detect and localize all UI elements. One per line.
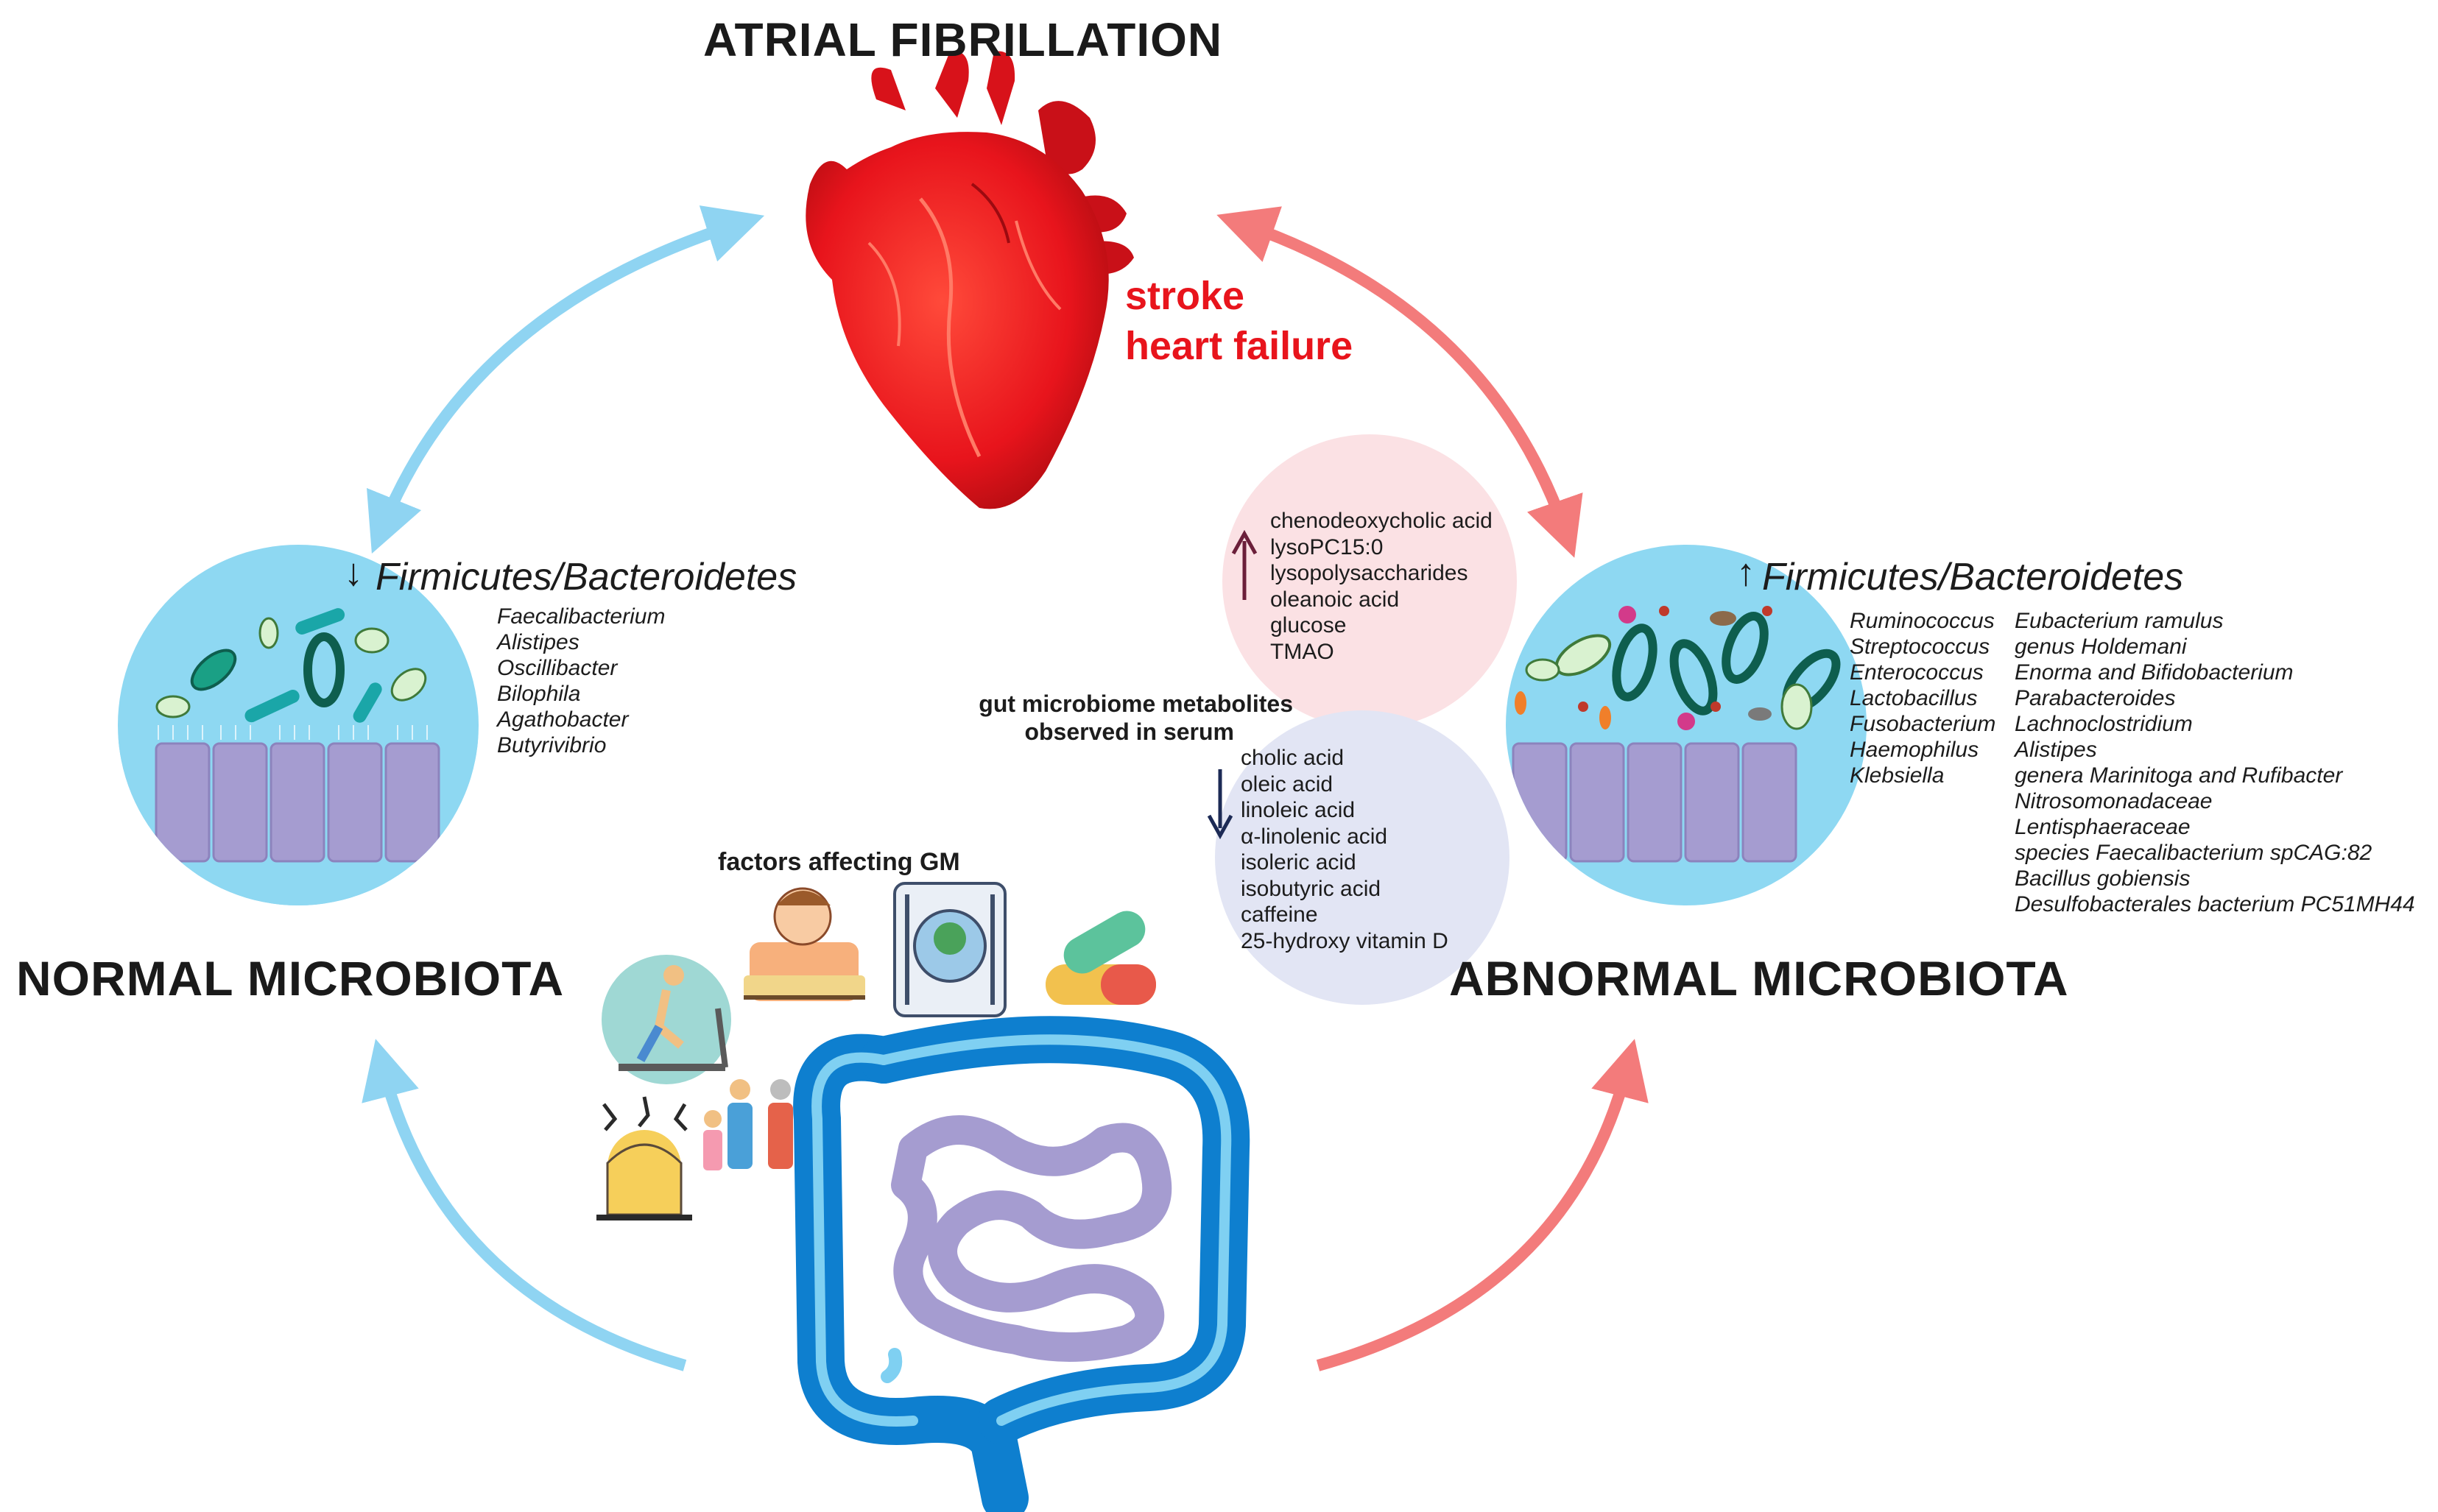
family-age-icon (703, 1079, 806, 1173)
list-item: Lactobacillus (1850, 686, 1978, 710)
list-item: Bilophila (497, 682, 581, 706)
list-item: Enorma and Bifidobacterium (2015, 660, 2294, 685)
intestine-icon (793, 1016, 1250, 1512)
list-item: lysopolysaccharides (1270, 561, 1468, 585)
complication-heart-failure: heart failure (1125, 324, 1353, 368)
diagram-title: ATRIAL FIBRILLATION (703, 13, 1223, 66)
increase-arrow-icon (1231, 529, 1258, 600)
increased-metabolites-circle (1222, 434, 1517, 729)
list-item: Haemophilus (1850, 738, 1979, 762)
list-item: Parabacteroides (2015, 686, 2176, 710)
abnormal-taxa-list-1: Ruminococcus Streptococcus Enterococcus … (1850, 608, 1995, 788)
heart-icon (806, 51, 1134, 509)
exercise-icon (602, 955, 731, 1084)
normal-taxa-list: Faecalibacterium Alistipes Oscillibacter… (497, 604, 665, 758)
list-item: lysoPC15:0 (1270, 534, 1384, 559)
list-item: linoleic acid (1241, 798, 1356, 822)
list-item: isobutyric acid (1241, 876, 1381, 901)
decreased-metabolites-list: cholic acid oleic acid linoleic acid α-l… (1241, 745, 1448, 954)
list-item: cholic acid (1241, 746, 1345, 770)
medication-icon (1046, 911, 1156, 1005)
gut-to-abnormal-arrow (1316, 1039, 1649, 1371)
diet-icon (893, 882, 1007, 1017)
metabolites-caption-line1: gut microbiome metabolites (979, 690, 1293, 717)
list-item: Klebsiella (1850, 763, 1945, 788)
list-item: 25-hydroxy vitamin D (1241, 928, 1448, 953)
list-item: Faecalibacterium (497, 604, 666, 629)
decrease-arrow-icon (1207, 769, 1233, 840)
list-item: Lentisphaeraceae (2015, 815, 2191, 839)
sleep-icon (744, 887, 865, 1001)
list-item: chenodeoxycholic acid (1270, 509, 1493, 533)
normal-microbiota-label: NORMAL MICROBIOTA (16, 951, 565, 1006)
list-item: TMAO (1270, 639, 1334, 664)
abnormal-ratio-arrow: ↑ (1736, 551, 1755, 594)
metabolites-caption-line2: observed in serum (1024, 718, 1234, 745)
stress-icon (596, 1096, 692, 1220)
list-item: oleic acid (1241, 771, 1333, 796)
list-item: Alistipes (497, 630, 579, 654)
increased-metabolites-list: chenodeoxycholic acid lysoPC15:0 lysopol… (1270, 508, 1493, 665)
factors-label: factors affecting GM (718, 848, 960, 876)
list-item: Butyrivibrio (497, 733, 607, 757)
bacteria-icon (1515, 606, 1841, 730)
normal-ratio-label: Firmicutes/Bacteroidetes (376, 556, 797, 598)
list-item: genera Marinitoga and Rufibacter (2015, 763, 2343, 788)
normal-microbiota-illustration (118, 545, 479, 905)
list-item: Oscillibacter (497, 656, 618, 680)
list-item: genus Holdemani (2015, 635, 2187, 659)
list-item: oleanoic acid (1270, 587, 1400, 612)
gut-to-normal-arrow (362, 1039, 687, 1371)
af-to-abnormal-arrow (1216, 206, 1583, 558)
list-item: Agathobacter (497, 707, 629, 732)
normal-to-af-arrow (367, 205, 765, 554)
list-item: Enterococcus (1850, 660, 1984, 685)
list-item: glucose (1270, 613, 1347, 637)
list-item: Ruminococcus (1850, 609, 1995, 633)
abnormal-taxa-list-2: Eubacterium ramulus genus Holdemani Enor… (2015, 608, 2415, 917)
list-item: Streptococcus (1850, 635, 1990, 659)
list-item: caffeine (1241, 902, 1318, 927)
decreased-metabolites-circle (1215, 710, 1509, 1005)
abnormal-ratio-label: Firmicutes/Bacteroidetes (1762, 556, 2184, 598)
list-item: α-linolenic acid (1241, 824, 1388, 849)
abnormal-microbiota-illustration (1506, 545, 1867, 905)
list-item: Fusobacterium (1850, 712, 1996, 736)
list-item: Eubacterium ramulus (2015, 609, 2224, 633)
bacteria-icon (155, 608, 427, 723)
complication-stroke: stroke (1125, 274, 1245, 318)
abnormal-microbiota-label: ABNORMAL MICROBIOTA (1449, 951, 2069, 1006)
list-item: species Faecalibacterium spCAG:82 (2015, 841, 2372, 865)
list-item: Bacillus gobiensis (2015, 866, 2191, 891)
list-item: isoleric acid (1241, 850, 1356, 875)
list-item: Lachnoclostridium (2015, 712, 2193, 736)
normal-ratio-arrow: ↓ (344, 551, 363, 594)
list-item: Alistipes (2015, 738, 2097, 762)
list-item: Desulfobacterales bacterium PC51MH44 (2015, 892, 2415, 916)
list-item: Nitrosomonadaceae (2015, 789, 2213, 813)
